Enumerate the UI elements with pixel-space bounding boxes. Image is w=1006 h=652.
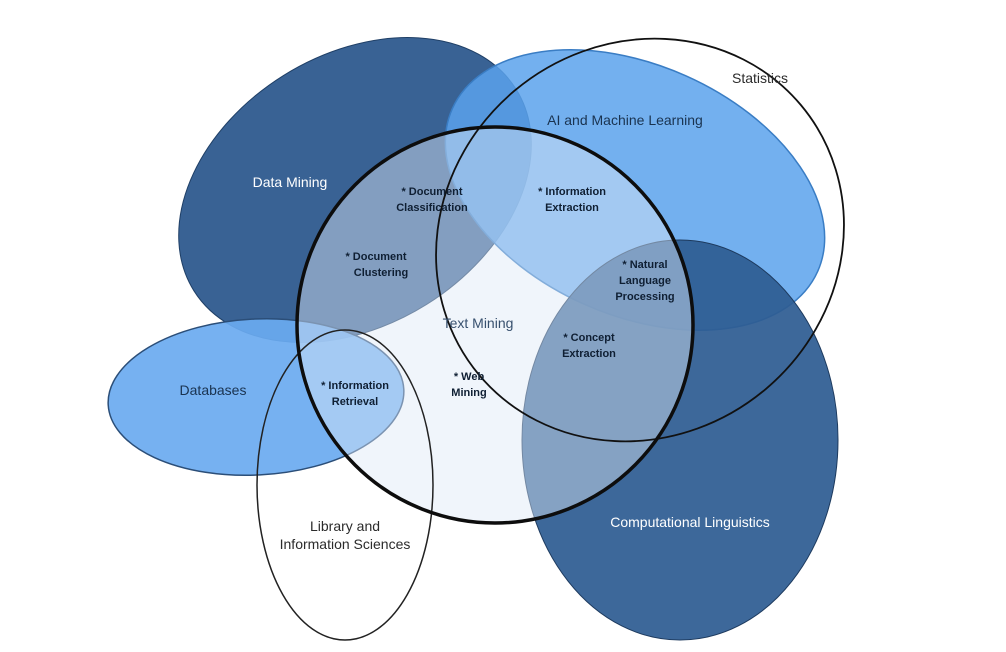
information-retrieval-label-2: Retrieval: [332, 396, 378, 408]
information-retrieval-label-1: * Information: [321, 380, 389, 392]
text-mining-circle: [297, 127, 693, 523]
databases-label: Databases: [180, 382, 247, 398]
document-classification-label-2: Classification: [396, 202, 468, 214]
text-mining-label: Text Mining: [443, 315, 514, 331]
text-mining-circle-outline: [295, 125, 695, 525]
document-clustering-label-2: Clustering: [354, 267, 408, 279]
document-classification-label-1: * Document: [401, 186, 462, 198]
concept-extraction-label-1: * Concept: [563, 332, 615, 344]
data-mining-label: Data Mining: [253, 174, 328, 190]
statistics-outline: [435, 37, 845, 443]
web-mining-label-2: Mining: [451, 387, 486, 399]
natural-language-processing-label-2: Language: [619, 275, 671, 287]
natural-language-processing-label-1: * Natural: [622, 259, 667, 271]
library-label-line2: Information Sciences: [280, 536, 411, 552]
computational-linguistics-ellipse: [521, 239, 839, 641]
web-mining-label-1: * Web: [454, 371, 485, 383]
concept-extraction-label-2: Extraction: [562, 348, 616, 360]
statistics-label: Statistics: [732, 70, 788, 86]
document-clustering-label-1: * Document: [345, 251, 406, 263]
library-information-sciences-outline: [256, 329, 434, 641]
computational-linguistics-label: Computational Linguistics: [610, 514, 770, 530]
information-extraction-label-1: * Information: [538, 186, 606, 198]
ai-ml-label: AI and Machine Learning: [547, 112, 703, 128]
natural-language-processing-label-3: Processing: [615, 291, 674, 303]
information-extraction-label-2: Extraction: [545, 202, 599, 214]
library-label-line1: Library and: [310, 518, 380, 534]
